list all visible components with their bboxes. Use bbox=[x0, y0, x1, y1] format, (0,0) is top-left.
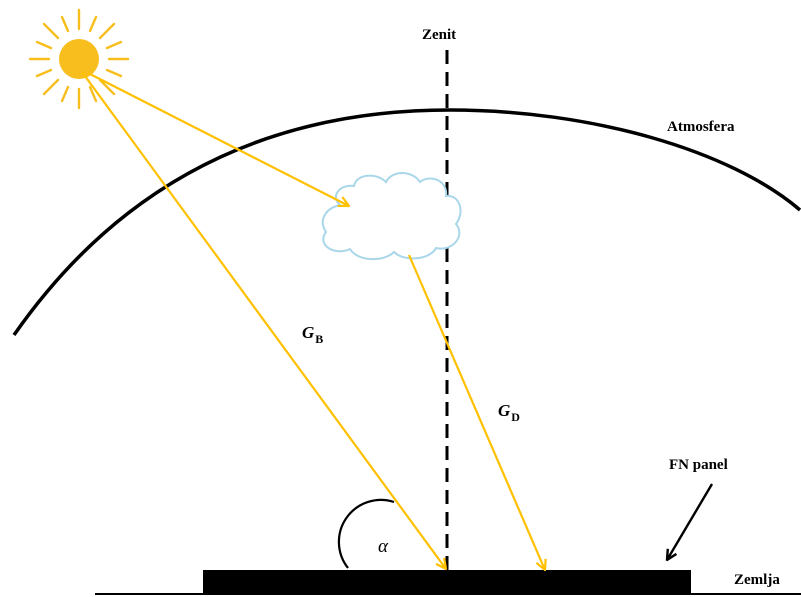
beam-radiation-label: GB bbox=[302, 323, 323, 346]
angle-alpha-arc bbox=[337, 498, 395, 569]
diffuse-ray bbox=[407, 254, 545, 570]
beam-symbol: G bbox=[302, 323, 315, 342]
atmosphere-label: Atmosfera bbox=[667, 119, 735, 135]
cloud-icon bbox=[321, 172, 462, 261]
panel-pointer-arrow bbox=[667, 483, 714, 560]
sun-icon bbox=[28, 8, 130, 110]
sun-to-cloud-ray bbox=[87, 72, 349, 206]
diffuse-radiation-label: GD bbox=[498, 401, 520, 424]
beam-subscript: B bbox=[315, 332, 323, 346]
zenith-label: Zenit bbox=[422, 27, 456, 43]
diffuse-symbol: G bbox=[498, 401, 511, 420]
pv-panel bbox=[203, 570, 691, 594]
panel-label: FN panel bbox=[669, 457, 728, 473]
angle-alpha-label: α bbox=[378, 536, 389, 557]
diffuse-subscript: D bbox=[511, 410, 520, 424]
atmosphere-arc bbox=[12, 108, 801, 337]
ground-label: Zemlja bbox=[734, 572, 780, 588]
beam-ray bbox=[81, 71, 446, 569]
